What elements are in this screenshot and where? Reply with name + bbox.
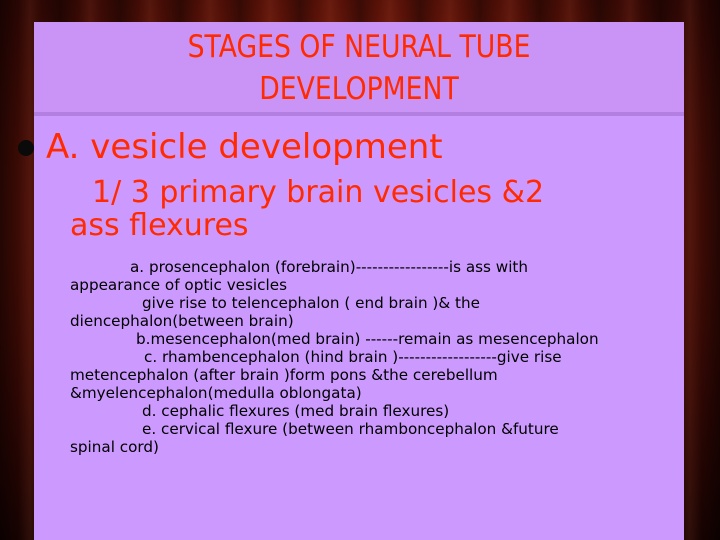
bullet-heading: A. vesicle development [18,127,443,167]
detail-line: &myelencephalon(medulla oblongata) [70,384,362,402]
slide-title: STAGES OF NEURAL TUBE DEVELOPMENT [80,26,639,110]
detail-line: d. cephalic flexures (med brain flexures… [142,402,450,420]
title-line-2: DEVELOPMENT [259,71,459,107]
detail-line: spinal cord) [70,438,159,456]
detail-line: diencephalon(between brain) [70,312,294,330]
detail-line: give rise to telencephalon ( end brain )… [142,294,480,312]
bullet-heading-text: A. vesicle development [46,127,443,167]
detail-line: metencephalon (after brain )form pons &t… [70,366,498,384]
bullet-dot-icon [18,140,34,156]
detail-line: appearance of optic vesicles [70,276,287,294]
title-band: STAGES OF NEURAL TUBE DEVELOPMENT [34,22,684,116]
detail-line: c. rhambencephalon (hind brain )--------… [144,348,562,366]
title-line-1: STAGES OF NEURAL TUBE [187,29,531,65]
subheading: 1/ 3 primary brain vesicles &2 ass flexu… [70,176,544,242]
detail-text: a. prosencephalon (forebrain)-----------… [70,258,680,456]
detail-line: b.mesencephalon(med brain) ------remain … [136,330,599,348]
subheading-line-1: 1/ 3 primary brain vesicles &2 [92,175,545,210]
detail-line: e. cervical flexure (between rhambonceph… [142,420,559,438]
detail-line: a. prosencephalon (forebrain)-----------… [130,258,529,276]
slide: STAGES OF NEURAL TUBE DEVELOPMENT [34,22,684,540]
subheading-line-2: ass flexures [70,208,249,243]
